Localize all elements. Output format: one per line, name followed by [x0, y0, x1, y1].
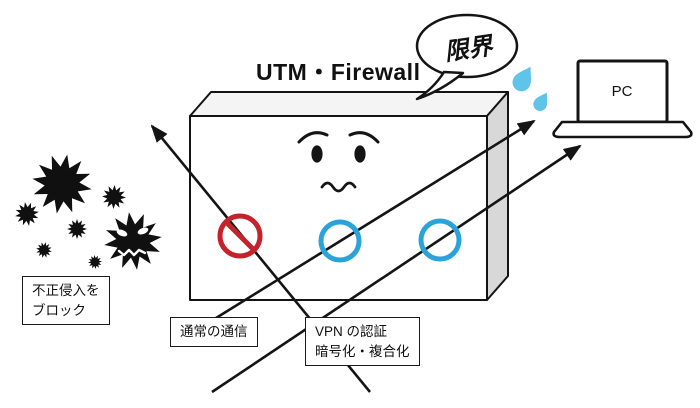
laptop-icon: [552, 59, 693, 139]
speech-bubble-icon: [415, 13, 519, 101]
left-eye: [311, 145, 323, 163]
virus-icon: [85, 252, 105, 272]
sweat-drop-icon: [512, 66, 532, 92]
left-eyebrow: [297, 131, 329, 144]
laptop-base: [552, 120, 693, 139]
normal-traffic-arrow: [207, 119, 536, 325]
speech-bubble-tail: [415, 70, 465, 101]
label-line: ブロック: [32, 302, 86, 318]
pc-label: PC: [611, 83, 633, 100]
sweat-drops: [512, 66, 548, 111]
virus-icon: [34, 240, 54, 260]
virus-cluster: [11, 149, 166, 274]
right-eye: [354, 145, 366, 163]
firewall-box-top: [189, 91, 509, 117]
label-vpn: VPN の認証 暗号化・複合化: [305, 317, 420, 367]
prohibition-icon: [217, 213, 263, 259]
prohibition-circle: [217, 213, 263, 259]
vpn-traffic-arrow: [211, 144, 582, 394]
diagram-title: UTM・Firewall: [256, 59, 421, 85]
prohibition-slash: [224, 220, 256, 252]
firewall-box-front: [189, 115, 488, 301]
vpn-port-icon: [418, 218, 462, 262]
virus-icon: [67, 219, 87, 239]
normal-port-icon: [318, 219, 362, 263]
label-block-intrusion: 不正侵入を ブロック: [22, 276, 110, 326]
angry-virus-icon: [100, 208, 166, 274]
right-eyebrow: [348, 131, 380, 144]
speech-bubble-body: [415, 13, 519, 79]
worried-face-icon: [297, 131, 380, 193]
virus-icon: [27, 149, 97, 219]
label-line: VPN の認証: [315, 324, 388, 339]
firewall-box: [189, 91, 509, 301]
label-normal-traffic: 通常の通信: [170, 317, 258, 347]
virus-icon: [11, 198, 43, 230]
virus-icon: [97, 180, 131, 214]
sweat-drop-icon: [533, 92, 548, 111]
wavy-mouth: [320, 181, 357, 193]
label-line: 暗号化・複合化: [315, 343, 410, 359]
label-line: 不正侵入を: [32, 283, 100, 298]
